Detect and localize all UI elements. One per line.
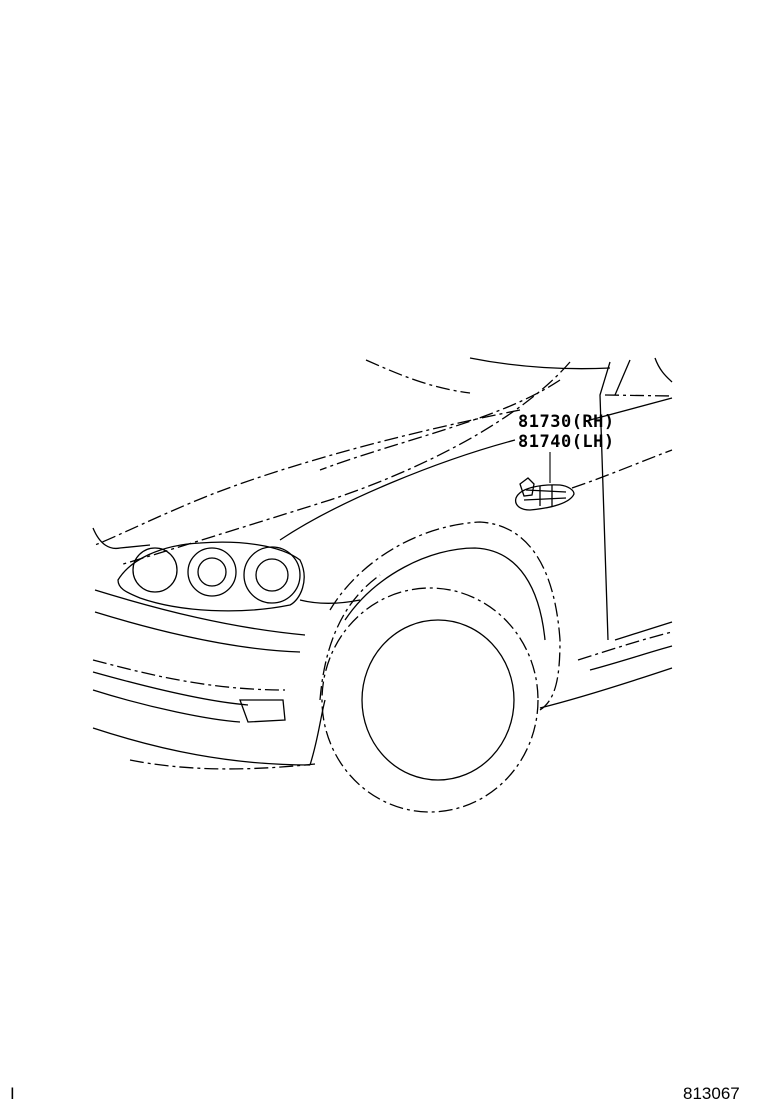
callout-rh: 81730(RH)	[518, 412, 615, 432]
headlight-lens-inner	[132, 547, 178, 593]
door-top-line	[604, 394, 673, 397]
tyre-outer	[321, 587, 539, 813]
headlight-lens-outer-inner	[255, 558, 289, 592]
wheel-rim	[361, 619, 515, 781]
headlight-lens-outer	[243, 546, 301, 604]
grille-line-1	[92, 659, 286, 691]
wheel-arch-outer	[329, 521, 561, 711]
side-lh: (LH)	[571, 432, 615, 452]
side-rh: (RH)	[571, 412, 615, 432]
rocker-line-3	[539, 667, 673, 709]
part-number-81740: 81740	[518, 432, 572, 452]
headlight-housing	[117, 541, 305, 612]
part-number-81730: 81730	[518, 412, 572, 432]
a-pillar-inner	[614, 359, 631, 396]
hood-rear-edge	[365, 359, 471, 394]
hood-centerline	[119, 361, 571, 566]
grille-line-3	[92, 689, 241, 723]
headlight-lens-mid-inner	[197, 557, 227, 587]
front-left-contour	[92, 527, 151, 550]
a-pillar	[599, 361, 611, 641]
roof-line	[654, 357, 673, 383]
wheel-arch-liner	[319, 574, 381, 701]
callout-lh: 81740(LH)	[518, 432, 615, 452]
arch-lower-left	[309, 699, 326, 766]
bumper-upper	[94, 589, 306, 636]
hood-inner-line	[319, 379, 561, 471]
figure-number: 813067	[683, 1084, 740, 1103]
fender-crease	[279, 439, 516, 541]
footer-left-mark: I	[10, 1084, 15, 1103]
side-marker-lamp	[514, 477, 575, 511]
door-front-lower	[614, 621, 673, 641]
bumper-lower	[92, 727, 311, 766]
headlight-to-fender	[299, 599, 361, 605]
headlight-lens-mid	[187, 547, 237, 597]
rocker-line-1	[577, 631, 673, 661]
wheel-arch-inner	[344, 547, 546, 641]
windshield-base	[469, 357, 611, 370]
grille-line-2	[92, 671, 249, 706]
body-side-line	[571, 449, 673, 489]
fog-lamp	[239, 699, 286, 723]
rocker-line-2	[589, 645, 673, 671]
fender-top-line	[589, 397, 673, 421]
bumper-mid	[94, 611, 301, 653]
hood-edge-line	[94, 409, 521, 546]
bumper-bottom	[129, 759, 316, 770]
